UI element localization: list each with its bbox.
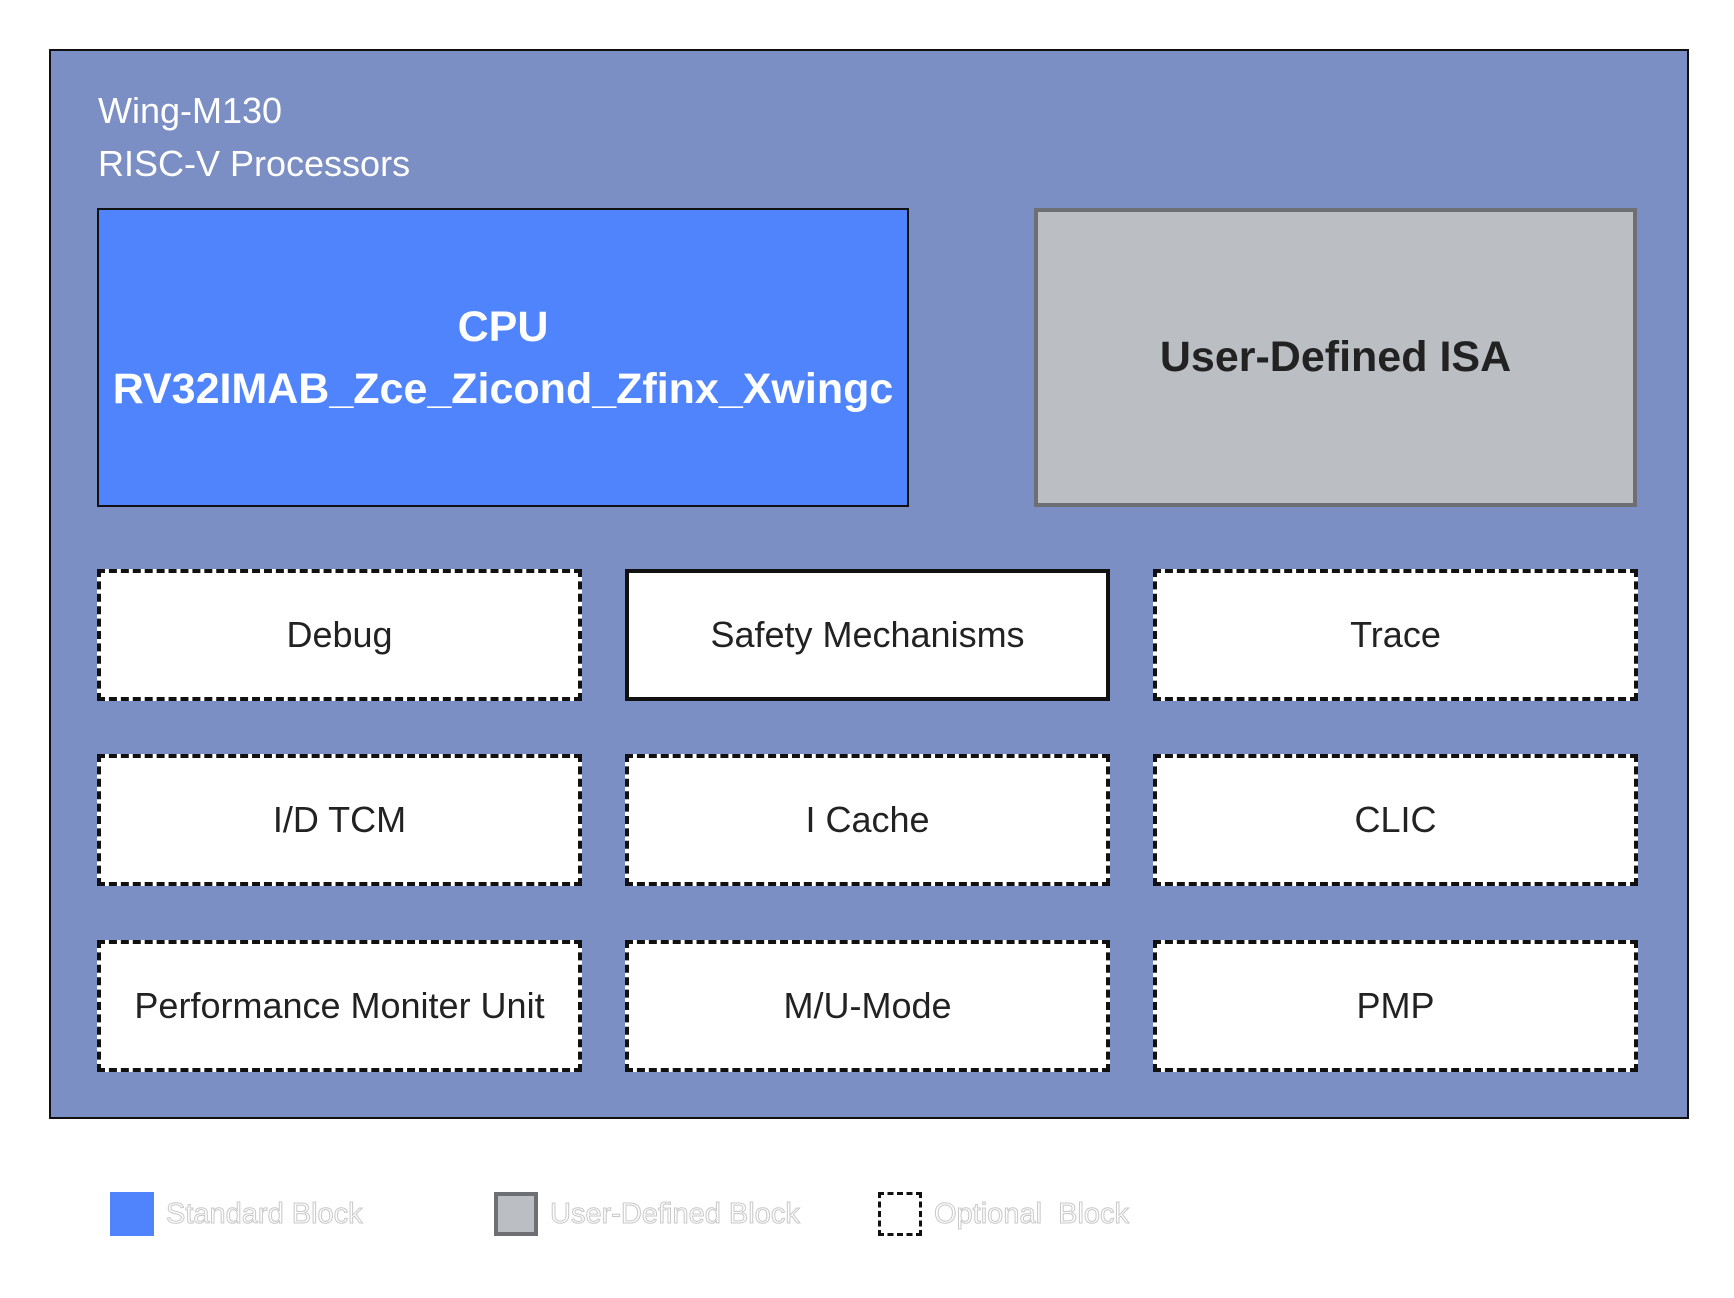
performance-monitor-unit-block: Performance Moniter Unit [97,940,582,1072]
diagram-title: Wing-M130 RISC-V Processors [98,84,410,190]
block-label: I/D TCM [272,799,407,840]
cpu-isa-string: RV32IMAB_Zce_Zicond_Zfinx_Xwingc [112,364,894,413]
user-defined-isa-block: User-Defined ISA [1034,208,1637,507]
id-tcm-block: I/D TCM [97,754,582,886]
standard-swatch-icon [110,1192,154,1236]
legend-label: User-Defined Block [550,1197,801,1230]
cpu-label: CPU [457,302,549,351]
clic-block: CLIC [1153,754,1638,886]
trace-block: Trace [1153,569,1638,701]
block-label: Trace [1350,614,1441,655]
user-defined-isa-label: User-Defined ISA [1159,333,1512,381]
safety-mechanisms-block: Safety Mechanisms [625,569,1110,701]
legend-standard-block: Standard Block [110,1192,363,1236]
optional-swatch-icon [878,1192,922,1236]
user-defined-swatch-icon [494,1192,538,1236]
legend-label: Standard Block [166,1197,364,1230]
block-label: I Cache [805,799,930,840]
debug-block: Debug [97,569,582,701]
block-label: Debug [286,614,393,655]
block-label: M/U-Mode [783,985,952,1026]
legend-optional-block: Optional Block [878,1192,1130,1236]
block-label: Performance Moniter Unit [134,985,545,1026]
pmp-block: PMP [1153,940,1638,1072]
title-line-2: RISC-V Processors [98,143,411,184]
title-line-1: Wing-M130 [98,90,283,131]
block-label: PMP [1356,985,1435,1026]
cpu-block: CPU RV32IMAB_Zce_Zicond_Zfinx_Xwingc [97,208,909,507]
i-cache-block: I Cache [625,754,1110,886]
legend-user-defined-block: User-Defined Block [494,1192,800,1236]
mu-mode-block: M/U-Mode [625,940,1110,1072]
block-label: Safety Mechanisms [710,614,1025,655]
block-label: CLIC [1354,799,1437,840]
legend-label: Optional Block [933,1197,1130,1230]
